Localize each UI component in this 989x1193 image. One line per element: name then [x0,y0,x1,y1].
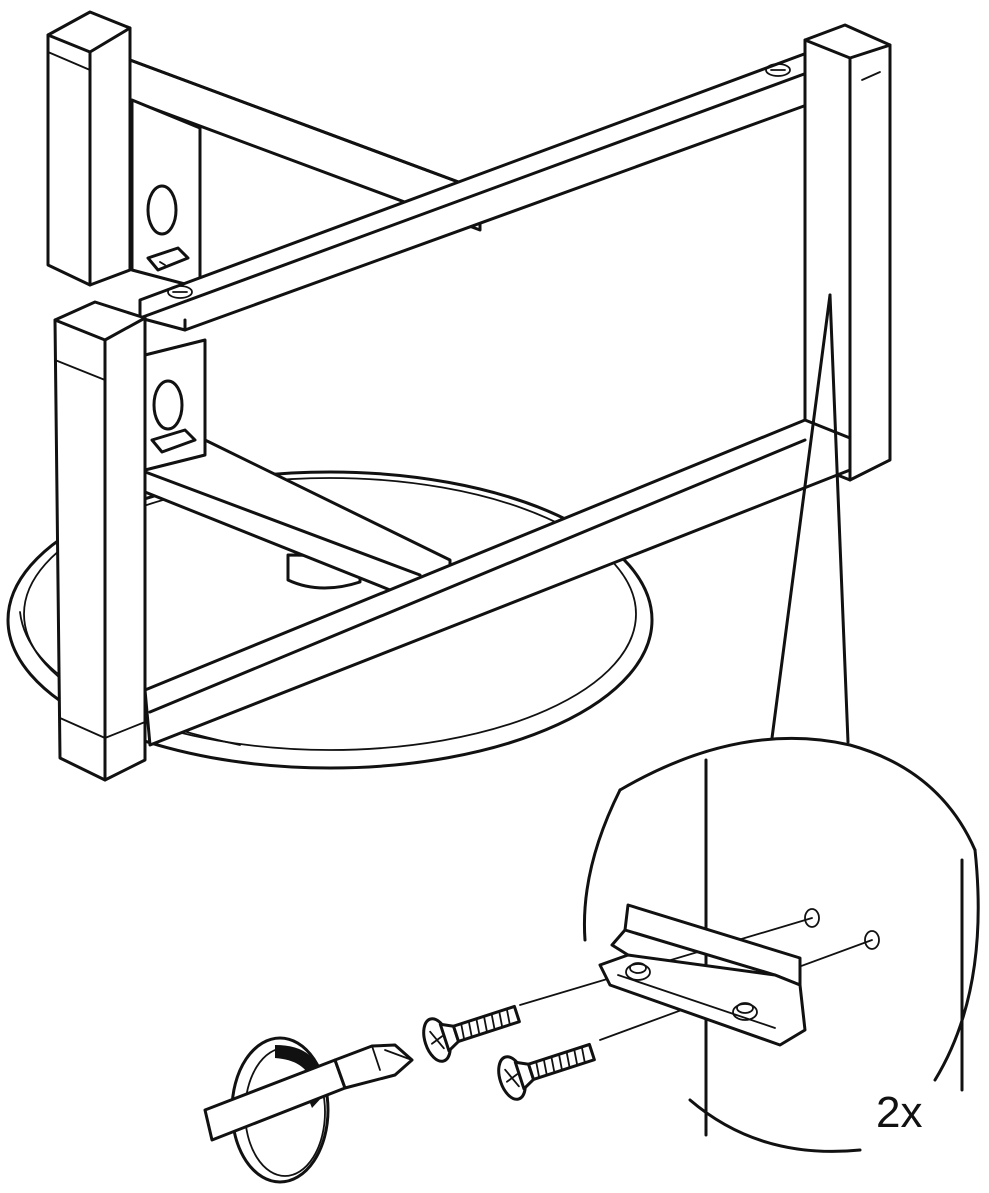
front-lower-rail [143,418,852,747]
back-left-leg [46,10,132,287]
back-right-leg [803,23,892,482]
front-left-leg [53,300,147,782]
screwdriver-icon [203,1043,414,1142]
left-apron-panel [130,98,202,290]
back-rail [128,58,482,232]
angle-bracket [598,903,807,1047]
bracket-detail-callout [519,736,980,1153]
quantity-label: 2x [876,1088,923,1137]
callout-pointer [770,293,850,744]
countersunk-screw-icon [422,1004,596,1101]
front-left-apron [143,338,207,472]
top-diagonal-beam [138,48,864,332]
